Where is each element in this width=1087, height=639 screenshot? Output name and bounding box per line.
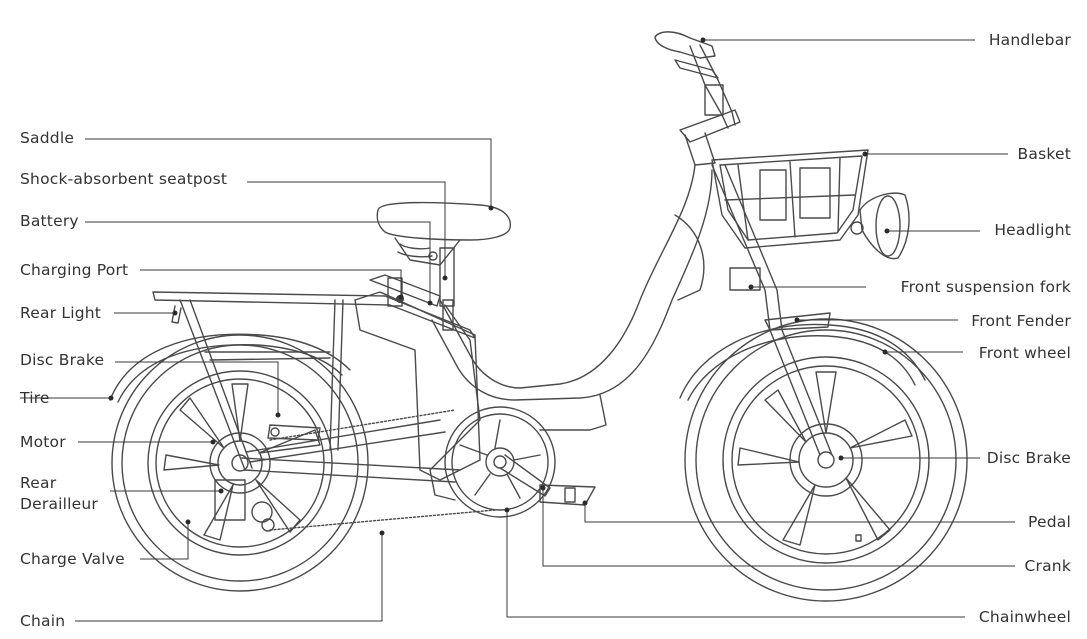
chain-top: [269, 409, 456, 441]
label-rear-derailleur-line2: Derailleur: [20, 495, 98, 513]
label-battery: Battery: [20, 212, 79, 230]
chainwheel-shape: [444, 406, 596, 518]
label-disc-brake-rear: Disc Brake: [20, 351, 105, 369]
label-chainwheel: Chainwheel: [978, 608, 1071, 626]
label-motor: Motor: [20, 433, 66, 451]
battery-pack: [354, 274, 481, 481]
handlebar-assembly: [654, 31, 833, 456]
leader-lines: [20, 37, 1015, 622]
label-front-fender: Front Fender: [971, 312, 1071, 330]
chain-bottom: [269, 509, 496, 531]
rear-fender: [109, 333, 351, 401]
rear-hub-details: [214, 424, 321, 532]
label-charging-port: Charging Port: [20, 261, 129, 279]
label-pedal: Pedal: [1028, 513, 1071, 531]
label-front-fork: Front suspension fork: [900, 278, 1071, 296]
rear-rack: [152, 291, 476, 471]
label-tire: Tire: [20, 389, 50, 407]
label-charge-valve: Charge Valve: [20, 550, 125, 568]
front-wheel: [684, 318, 968, 602]
label-disc-brake-front: Disc Brake: [986, 449, 1071, 467]
label-handlebar: Handlebar: [988, 31, 1071, 49]
label-rear-light: Rear Light: [20, 304, 102, 322]
label-saddle: Saddle: [20, 129, 75, 147]
label-rear-derailleur-line1: Rear: [20, 474, 57, 492]
label-seatpost: Shock-absorbent seatpost: [20, 170, 228, 188]
label-chain: Chain: [20, 612, 66, 630]
basket-shape: [711, 149, 869, 249]
label-basket: Basket: [1017, 145, 1071, 163]
saddle-seatpost: [376, 201, 512, 331]
front-fender-shape: [679, 323, 926, 399]
bike-illustration: [109, 31, 968, 602]
label-headlight: Headlight: [994, 221, 1071, 239]
label-front-wheel: Front wheel: [978, 344, 1071, 362]
label-crank: Crank: [1024, 557, 1071, 575]
